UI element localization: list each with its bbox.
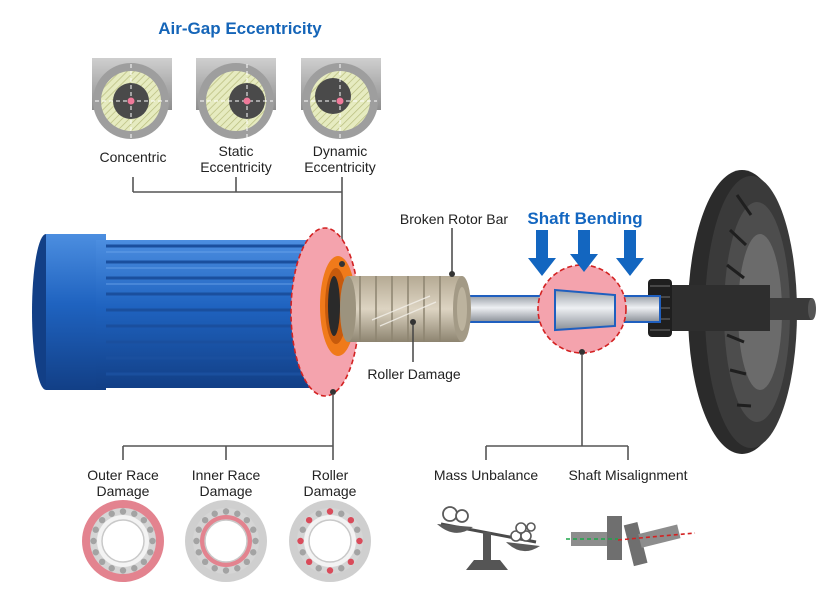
bearing-ball bbox=[222, 508, 230, 515]
bearing-ball bbox=[108, 565, 115, 572]
bearing-ball bbox=[326, 567, 334, 574]
bearing-ball bbox=[98, 516, 106, 524]
bearing-ball bbox=[315, 565, 322, 572]
bearing-ball bbox=[299, 549, 306, 556]
bearing-ball bbox=[193, 537, 200, 545]
bearing-ball bbox=[338, 565, 345, 572]
bearing-ball bbox=[92, 526, 99, 533]
bearing-ball bbox=[92, 549, 99, 556]
bearing-ball bbox=[195, 549, 202, 556]
bearing-ball bbox=[297, 537, 304, 545]
bearing-ball bbox=[354, 549, 361, 556]
static-eccentricity-icon bbox=[196, 58, 276, 139]
bearing-ball bbox=[201, 516, 209, 524]
bearing-ball bbox=[234, 510, 241, 517]
concentric-icon bbox=[92, 58, 172, 139]
bearing-ball bbox=[299, 526, 306, 533]
shaft-marker bbox=[579, 349, 585, 355]
roller-damage-bearing-label: Roller Damage bbox=[303, 467, 357, 499]
bearing-ball bbox=[356, 537, 363, 545]
shaft-bending-highlight bbox=[537, 264, 627, 354]
bearing-ball bbox=[243, 558, 251, 566]
roller-damage-label: Roller Damage bbox=[367, 366, 461, 382]
static-eccentricity-label: Static Eccentricity bbox=[200, 143, 272, 175]
bearing-ball bbox=[140, 558, 148, 566]
bearing-ball bbox=[147, 549, 154, 556]
gear-icon bbox=[648, 170, 816, 454]
bearing-ball bbox=[305, 516, 313, 524]
bearing-ball bbox=[250, 549, 257, 556]
bearing-marker bbox=[330, 389, 336, 395]
bearing-ball bbox=[347, 516, 355, 524]
bearing-ball bbox=[147, 526, 154, 533]
bearing-ball bbox=[326, 508, 334, 515]
air-gap-marker bbox=[339, 261, 345, 267]
outer-race-damage-icon bbox=[82, 500, 164, 582]
bearing-ball bbox=[98, 558, 106, 566]
bearing-ball bbox=[222, 567, 230, 574]
bearing-ball bbox=[131, 510, 138, 517]
bearing-ball bbox=[90, 537, 97, 545]
mass-unbalance-icon bbox=[437, 506, 540, 570]
bearing-ball bbox=[315, 510, 322, 517]
bearing-ball bbox=[347, 558, 355, 566]
inner-race-damage-label: Inner Race Damage bbox=[191, 467, 261, 499]
shaft-misalignment-icon bbox=[566, 516, 696, 567]
bearing-ball bbox=[131, 565, 138, 572]
motor-icon bbox=[32, 234, 326, 390]
bearing-ball bbox=[252, 537, 259, 545]
bearing-ball bbox=[140, 516, 148, 524]
bearing-ball bbox=[119, 508, 127, 515]
bearing-ball bbox=[211, 565, 218, 572]
dynamic-eccentricity-icon bbox=[301, 58, 381, 139]
shaft-connector bbox=[485, 354, 629, 460]
shaft-bending-arrows bbox=[528, 230, 644, 276]
concentric-label: Concentric bbox=[99, 149, 167, 165]
roller-damage-marker bbox=[410, 319, 416, 325]
shaft-bending-title: Shaft Bending bbox=[527, 209, 643, 228]
bearing-ball bbox=[250, 526, 257, 533]
bearing-ball bbox=[234, 565, 241, 572]
bearing-ball bbox=[195, 526, 202, 533]
bearing-ball bbox=[211, 510, 218, 517]
outer-race-damage-label: Outer Race Damage bbox=[87, 467, 159, 499]
bearing-ball bbox=[149, 537, 156, 545]
bearing-ball bbox=[338, 510, 345, 517]
rotor-icon bbox=[340, 276, 471, 342]
dynamic-eccentricity-label: Dynamic Eccentricity bbox=[304, 143, 376, 175]
broken-rotor-bar-label: Broken Rotor Bar bbox=[399, 211, 509, 227]
broken-bar-marker bbox=[449, 271, 455, 277]
inner-race-damage-icon bbox=[185, 500, 267, 582]
bearing-connector bbox=[122, 394, 334, 460]
bearing-ball bbox=[119, 567, 127, 574]
mass-unbalance-label: Mass Unbalance bbox=[433, 467, 539, 483]
roller-damage-bearing-icon bbox=[289, 500, 371, 582]
bearing-ball bbox=[305, 558, 313, 566]
bearing-ball bbox=[354, 526, 361, 533]
air-gap-title: Air-Gap Eccentricity bbox=[158, 19, 322, 38]
rotor-callouts bbox=[412, 228, 453, 362]
shaft-misalignment-label: Shaft Misalignment bbox=[568, 467, 688, 483]
bearing-ball bbox=[243, 516, 251, 524]
bearing-ball bbox=[108, 510, 115, 517]
bearing-ball bbox=[201, 558, 209, 566]
